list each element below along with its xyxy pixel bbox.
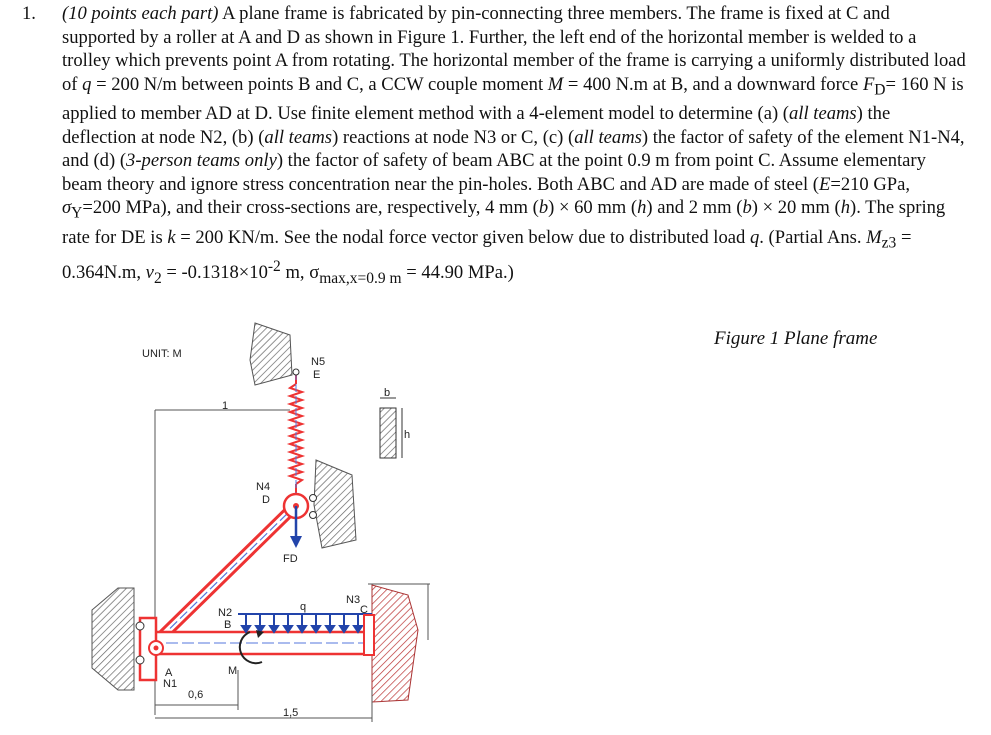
section-label-b: b bbox=[384, 387, 390, 399]
load-label-q: q bbox=[300, 601, 306, 613]
plane-frame-figure: 1 0,6 1,5 b h q bbox=[91, 322, 430, 722]
distributed-load-q bbox=[238, 613, 372, 634]
label-e: E bbox=[313, 369, 320, 381]
pin-e bbox=[292, 368, 300, 376]
wall-left bbox=[91, 587, 135, 691]
dim-label-1-5: 1,5 bbox=[283, 707, 298, 719]
wall-top bbox=[249, 322, 293, 386]
figure-caption: Figure 1 Plane frame bbox=[714, 328, 878, 349]
problem-statement: 1. (10 points each part) A plane frame i… bbox=[22, 2, 967, 291]
member-ad bbox=[144, 500, 301, 654]
moment-m bbox=[238, 630, 264, 665]
label-c: C bbox=[360, 604, 368, 616]
label-n5: N5 bbox=[311, 356, 325, 368]
fixed-support-c bbox=[363, 614, 375, 656]
label-n1: N1 bbox=[163, 678, 177, 690]
label-n4: N4 bbox=[256, 481, 270, 493]
label-fd: FD bbox=[283, 553, 298, 565]
wall-right bbox=[371, 584, 419, 703]
cross-section-inset: b h bbox=[379, 387, 410, 459]
label-b: B bbox=[224, 619, 231, 631]
section-label-h: h bbox=[404, 429, 410, 441]
problem-text: (10 points each part) A plane frame is f… bbox=[62, 3, 966, 287]
force-fd-arrow bbox=[290, 506, 302, 548]
trolley-a bbox=[135, 616, 164, 682]
label-m: M bbox=[228, 665, 237, 677]
problem-number: 1. bbox=[22, 3, 36, 24]
dim-label-1: 1 bbox=[222, 400, 228, 412]
roller-d bbox=[282, 492, 317, 520]
unit-label: UNIT: M bbox=[142, 348, 182, 360]
wall-d-support bbox=[313, 459, 357, 549]
label-n2: N2 bbox=[218, 607, 232, 619]
label-d: D bbox=[262, 494, 270, 506]
dim-label-0-6: 0,6 bbox=[188, 689, 203, 701]
label-a: A bbox=[165, 667, 173, 679]
label-n3: N3 bbox=[346, 594, 360, 606]
